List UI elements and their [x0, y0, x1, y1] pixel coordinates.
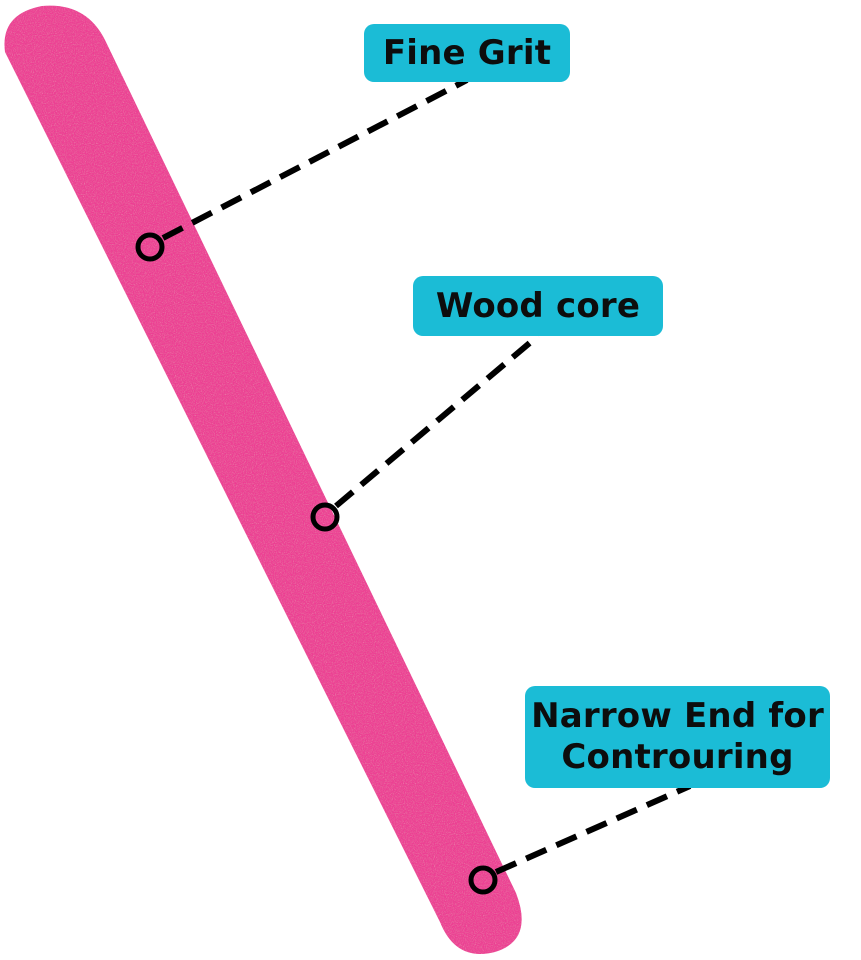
marker-fine-grit: [135, 232, 165, 262]
leader-line-wood-core: [334, 333, 540, 509]
label-fine-grit-text: Fine Grit: [382, 32, 552, 73]
marker-wood-core: [310, 502, 340, 532]
label-fine-grit: Fine Grit: [364, 24, 570, 82]
leader-line-narrow-end: [494, 783, 692, 875]
nail-file: [4, 5, 522, 955]
label-narrow-end-line-2: Controuring: [561, 737, 794, 777]
label-wood-core: Wood core: [413, 276, 663, 336]
marker-narrow-end: [468, 865, 498, 895]
label-narrow-end: Narrow End for Controuring: [525, 686, 830, 788]
leader-line-fine-grit: [161, 77, 469, 241]
label-narrow-end-line-1: Narrow End for: [531, 696, 824, 737]
label-wood-core-text: Wood core: [435, 285, 641, 326]
